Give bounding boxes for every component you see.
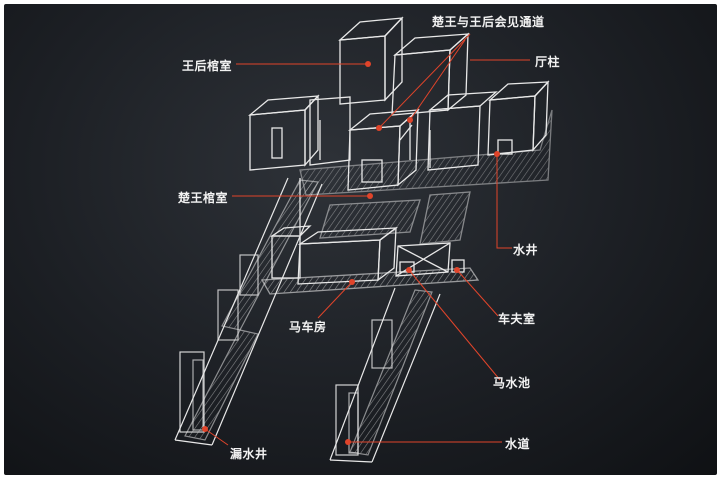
display-board — [4, 4, 717, 475]
right-passage — [329, 287, 441, 463]
upper-complex — [247, 16, 553, 196]
central-spine — [299, 178, 471, 245]
label-carriage-room: 马车房 — [289, 320, 327, 334]
marker-dots — [202, 61, 500, 445]
label-meeting-passage: 楚王与王后会见通道 — [432, 15, 545, 29]
leader-lines — [204, 33, 530, 446]
label-queen-coffin-room: 王后棺室 — [182, 59, 233, 73]
label-seepage-well: 漏水井 — [230, 447, 268, 461]
left-passage — [174, 177, 323, 446]
label-water-well: 水井 — [513, 243, 539, 257]
label-hall-pillar: 厅柱 — [535, 55, 561, 69]
label-water-channel: 水道 — [505, 437, 531, 451]
label-horse-pool: 马水池 — [493, 376, 531, 390]
label-coachman-room: 车夫室 — [498, 312, 536, 326]
label-king-coffin-room: 楚王棺室 — [178, 191, 229, 205]
